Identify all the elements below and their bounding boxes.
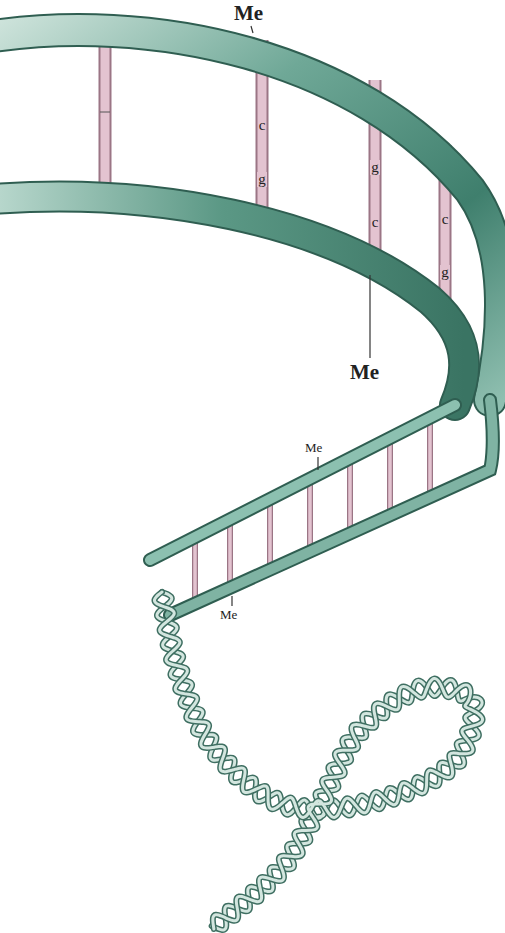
helix-strand	[154, 592, 482, 929]
methyl-label: Me	[305, 441, 322, 454]
backbone-strand	[0, 197, 464, 560]
base-letter: c	[258, 118, 267, 133]
base-letter: g	[257, 172, 267, 187]
methyl-label: Me	[234, 3, 263, 24]
base-letter: c	[441, 212, 450, 227]
methyl-label: Me	[220, 608, 237, 621]
coiled-helix	[154, 592, 482, 930]
helix-strand-fill	[154, 592, 482, 929]
methyl-label: Me	[350, 362, 379, 383]
helix-strand	[157, 592, 482, 930]
base-letter: c	[371, 215, 380, 230]
rung-divider	[100, 112, 110, 113]
backbone-strand	[0, 30, 501, 615]
base-letter: g	[370, 160, 380, 175]
helix-strand-fill	[157, 592, 482, 930]
leader-lines	[232, 26, 370, 606]
base-letter: g	[440, 265, 450, 280]
